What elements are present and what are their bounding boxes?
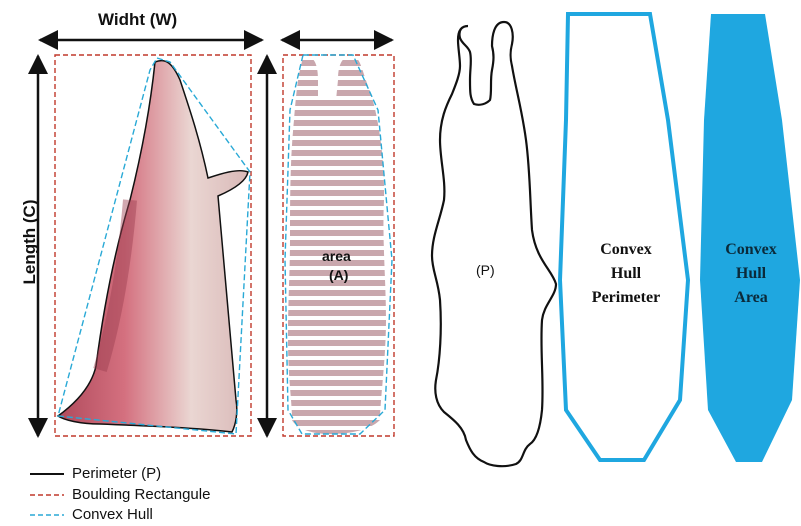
width-label: Widht (W)	[98, 10, 177, 30]
convex-hull-area-label: Convex Hull Area	[712, 238, 790, 310]
convex-hull-perimeter-shape	[560, 14, 688, 460]
perimeter-symbol: (P)	[476, 262, 495, 278]
chp-line-2: Hull	[580, 262, 672, 286]
perimeter-outline	[432, 22, 556, 466]
legend-label-perimeter: Perimeter (P)	[72, 465, 161, 482]
cha-line-3: Area	[712, 286, 790, 310]
convex-hull-perimeter-label: Convex Hull Perimeter	[580, 238, 672, 310]
cha-line-1: Convex	[712, 238, 790, 262]
chp-line-1: Convex	[580, 238, 672, 262]
chp-line-3: Perimeter	[580, 286, 672, 310]
carcass-striped-area	[288, 56, 386, 434]
carcass-photo	[58, 61, 248, 432]
legend-label-hull: Convex Hull	[72, 506, 153, 523]
cha-line-2: Hull	[712, 262, 790, 286]
area-symbol: (A)	[329, 267, 348, 283]
legend-label-bounding: Boulding Rectangule	[72, 486, 210, 503]
area-label: area	[322, 248, 351, 264]
length-label: Length (C)	[20, 182, 40, 302]
